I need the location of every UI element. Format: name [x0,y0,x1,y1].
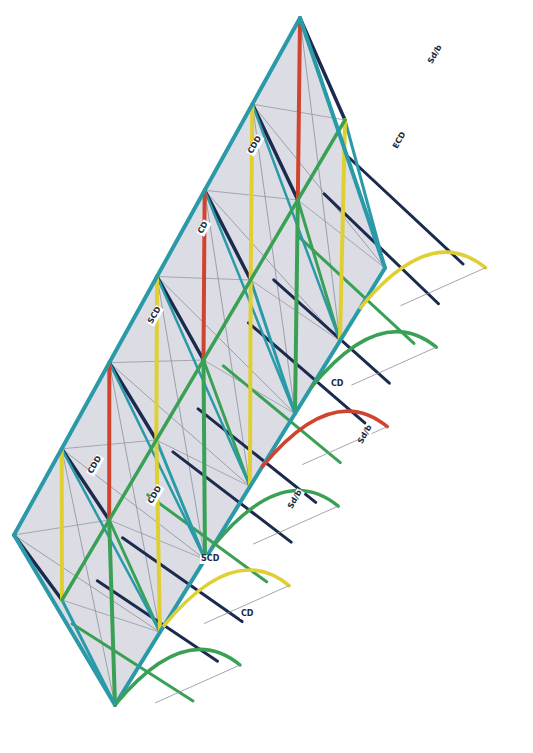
brace-line [62,449,115,705]
cross-member [157,277,204,361]
cross-member [252,104,298,200]
cross-member [251,280,295,414]
diagonal-member [298,18,300,200]
diagonal-member [295,200,298,414]
diagonal-member [204,190,205,360]
brace-line [205,190,340,341]
cross-member [205,190,251,280]
roof-panel [14,18,385,705]
diagonal-member [109,520,115,705]
arch-member [360,252,485,308]
tie-line [302,427,387,465]
chord-member [14,18,300,535]
rib-member [249,323,365,423]
member-label: ECD [391,130,409,152]
arch-member [213,491,338,547]
diagonal-member [248,280,253,487]
diagonal-member [156,440,160,632]
cross-member [156,440,205,559]
member-label: Sd/b [426,43,445,67]
diagonal-member [251,104,253,280]
cross-member [109,363,156,440]
brace-line [205,190,250,486]
member-label: CD [330,380,345,389]
member-label: Sd/b [356,423,375,447]
tie-line [351,347,436,385]
rib-member [299,237,414,344]
cross-member [298,200,340,341]
tie-line [204,586,289,624]
brace-line [109,363,250,487]
member-label: CD [240,610,255,619]
chord-member [14,535,115,705]
diagonal-member [204,360,206,559]
cross-member [14,535,115,705]
brace-line [157,277,205,560]
chord-member [115,268,385,705]
tie-line [155,665,240,703]
chord-member [62,120,345,600]
member-label: SCD [200,555,220,564]
cross-member [204,360,251,487]
diagonal-member [60,449,64,600]
arch-member [311,332,436,388]
diagonal-member [107,363,111,520]
diagonal-member [154,277,159,441]
arch-member [262,411,387,467]
arch-member [115,649,240,705]
chord-member [300,18,385,268]
tie-line [400,268,485,306]
arch-member [164,570,289,626]
tie-line [253,506,338,544]
